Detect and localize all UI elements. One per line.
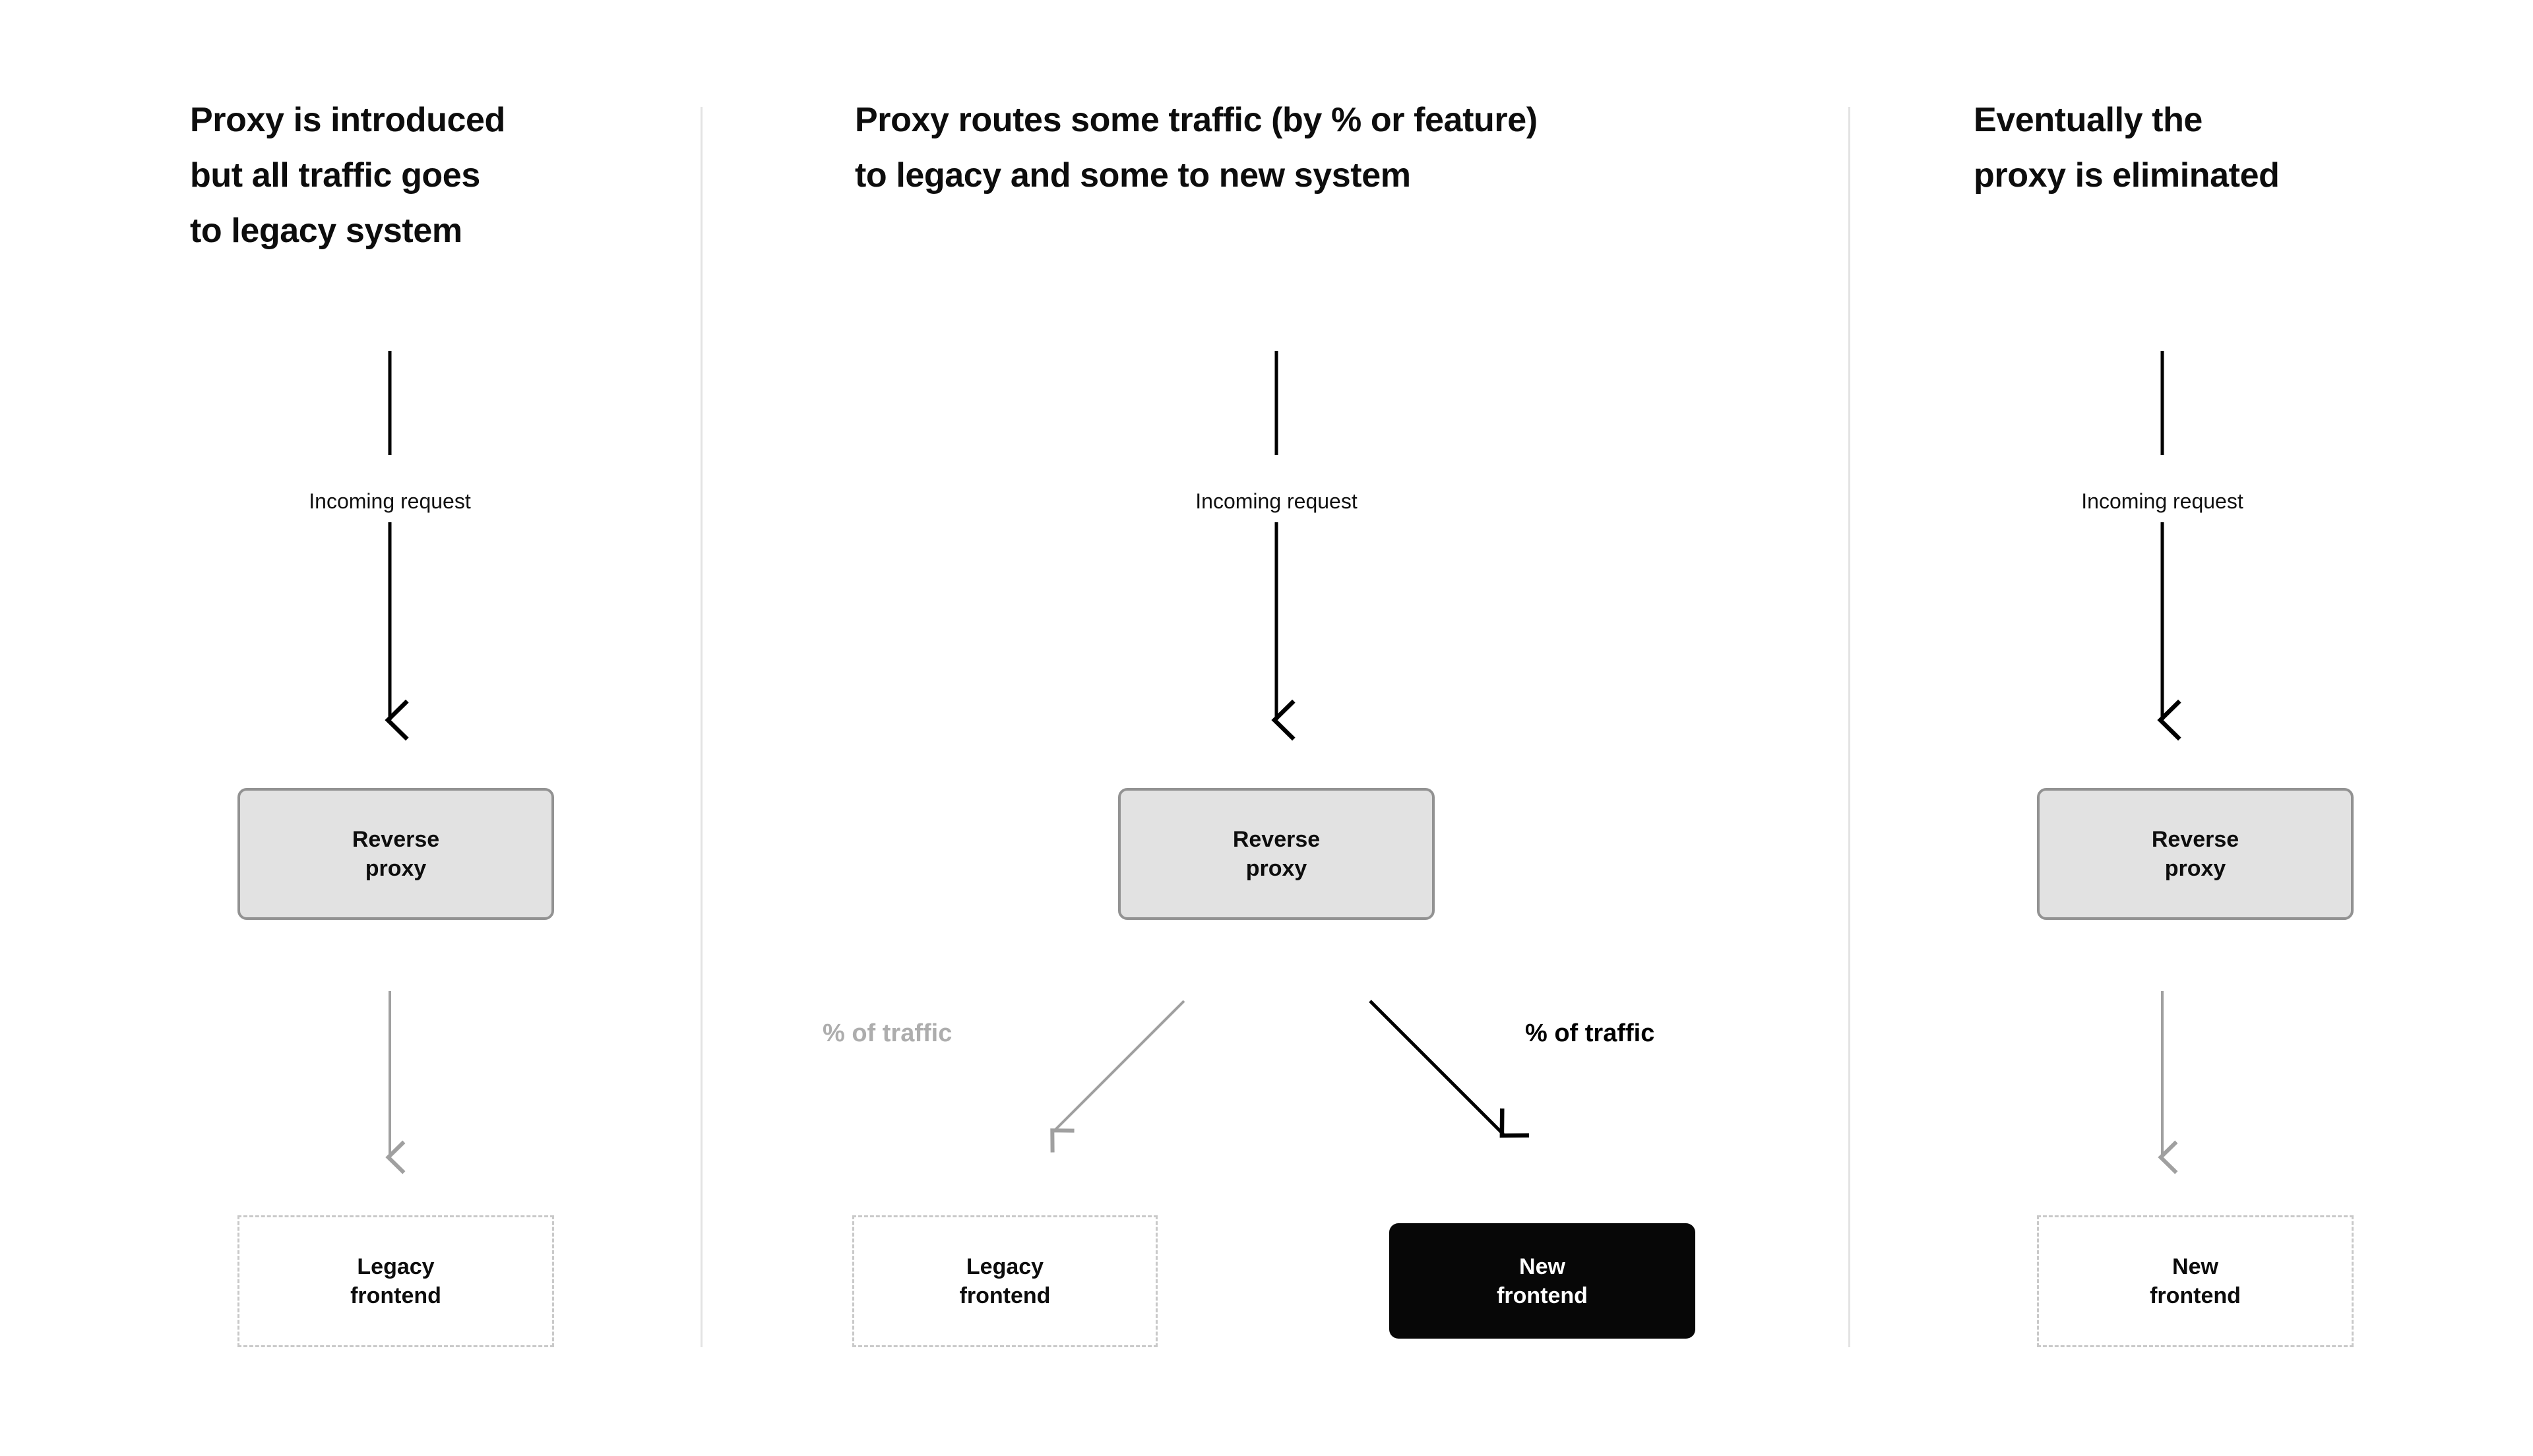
panel-2-legacy-frontend-box[interactable]: Legacy frontend xyxy=(852,1215,1158,1347)
panel-2-left-branch-arrow xyxy=(1050,1000,1185,1153)
panel-2-reverse-proxy-box[interactable]: Reverse proxy xyxy=(1118,788,1435,920)
panel-1-incoming-request-label: Incoming request xyxy=(309,489,471,513)
panel-3-incoming-request-label: Incoming request xyxy=(2081,489,2243,513)
panel-3-reverse-proxy-box[interactable]: Reverse proxy xyxy=(2037,788,2354,920)
panel-3-new-frontend-box[interactable]: New frontend xyxy=(2037,1215,2354,1347)
panel-1-reverse-proxy-box[interactable]: Reverse proxy xyxy=(237,788,554,920)
panel-2-left-traffic-label: % of traffic xyxy=(823,1019,953,1047)
panel-2-right-traffic-label: % of traffic xyxy=(1525,1019,1655,1047)
panel-2-title: Proxy routes some traffic (by % or featu… xyxy=(855,101,1538,195)
panel-divider-1 xyxy=(701,107,703,1347)
panel-1-legacy-frontend-box[interactable]: Legacy frontend xyxy=(237,1215,554,1347)
panel-3-title: Eventually the proxy is eliminated xyxy=(1974,101,2280,195)
panel-1-title: Proxy is introduced but all traffic goes… xyxy=(190,101,505,250)
panel-divider-2 xyxy=(1848,107,1850,1347)
panel-2-right-branch-arrow xyxy=(1369,1000,1529,1138)
panel-2-incoming-request-label: Incoming request xyxy=(1195,489,1358,513)
panel-2-new-frontend-box[interactable]: New frontend xyxy=(1389,1223,1695,1339)
